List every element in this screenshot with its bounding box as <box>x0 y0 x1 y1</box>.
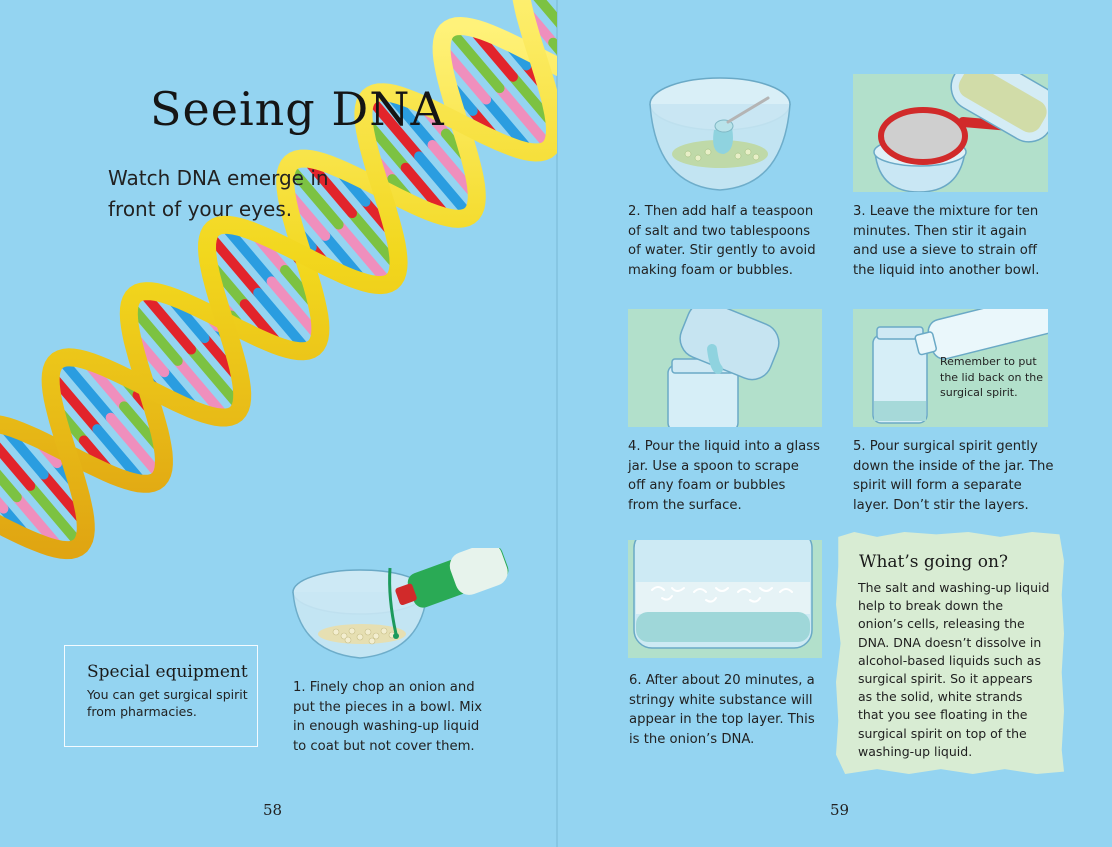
jar-icon <box>633 540 813 649</box>
dna-base-pair <box>0 469 22 503</box>
dna-base-pair <box>444 23 505 94</box>
dna-base-pair <box>494 83 555 153</box>
step-3-text: 3. Leave the mixture for ten minutes. Th… <box>853 204 1040 278</box>
dna-base-pair <box>533 0 557 28</box>
dna-base-pair <box>283 160 344 230</box>
sieve-icon <box>873 74 1048 192</box>
equipment-heading: Special equipment <box>87 662 248 682</box>
dna-helix-icon <box>0 0 557 560</box>
special-equipment-box: Special equipment You can get surgical s… <box>64 645 258 747</box>
bowl-icon <box>649 77 791 191</box>
page-title: Seeing DNA <box>150 82 445 136</box>
step-2-text: 2. Then add half a teaspoon of salt and … <box>628 204 816 278</box>
dna-base-pair <box>136 286 197 355</box>
page-gutter <box>556 0 558 847</box>
dna-base-pair <box>186 344 246 413</box>
dna-base-pair <box>0 442 36 491</box>
dna-base-pair <box>333 219 394 289</box>
dna-base-pair <box>55 353 116 423</box>
step-5-note: Remember to put the lid back on the surg… <box>940 355 1044 399</box>
page-number-right: 59 <box>830 801 850 819</box>
step-5-text: 5. Pour surgical spirit gently down the … <box>853 439 1054 513</box>
dna-base-pair <box>203 229 264 298</box>
step-6-text: 6. After about 20 minutes, a stringy whi… <box>629 673 815 747</box>
page-number-left: 58 <box>263 801 283 819</box>
dna-base-pair <box>25 480 86 551</box>
dna-base-pair <box>414 151 475 221</box>
dna-base-pair <box>363 91 425 162</box>
whats-going-on-box: What’s going on? The salt and washing-up… <box>836 532 1064 774</box>
whats-going-on-heading: What’s going on? <box>859 552 1009 572</box>
step-6-panel <box>628 540 822 658</box>
step-1-text: 1. Finely chop an onion and put the piec… <box>293 680 483 754</box>
dna-base-pair <box>253 287 313 356</box>
step-4-text: 4. Pour the liquid into a glass jar. Use… <box>628 439 820 513</box>
whats-going-on-text: The salt and washing-up liquid help to b… <box>858 580 1050 759</box>
dna-base-pair <box>105 412 166 482</box>
equipment-text: You can get surgical spirit from pharmac… <box>87 687 248 719</box>
step-3-panel <box>853 74 1048 192</box>
step-5-panel <box>853 309 1048 427</box>
page-subtitle: Watch DNA emerge in front of your eyes. <box>108 166 329 221</box>
bottle-icon <box>872 309 1048 424</box>
step-4-panel <box>628 309 822 427</box>
jar-icon <box>667 309 780 427</box>
bowl-icon <box>292 548 509 659</box>
